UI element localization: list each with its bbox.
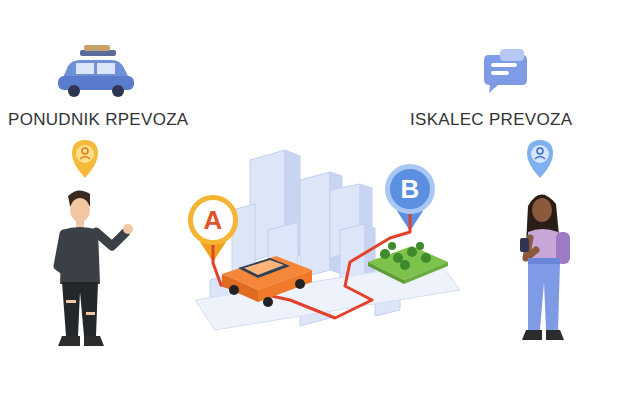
user-pin — [72, 140, 98, 178]
woman-figure — [520, 194, 570, 340]
orange-car — [222, 256, 312, 307]
park — [368, 242, 448, 284]
city-block — [195, 150, 460, 330]
role-label: ISKALEC PREVOZA — [410, 110, 572, 130]
route-line — [213, 213, 410, 318]
user-pin — [527, 140, 553, 178]
location-pin: A — [188, 195, 238, 245]
pin-letter: B — [401, 174, 420, 205]
pin-letter: A — [204, 205, 223, 236]
chat-icon — [484, 49, 527, 93]
man-figure — [58, 190, 133, 346]
location-pin: B — [385, 164, 435, 214]
car-icon — [58, 45, 134, 97]
role-label: PONUDNIK RPEVOZA — [8, 110, 189, 130]
